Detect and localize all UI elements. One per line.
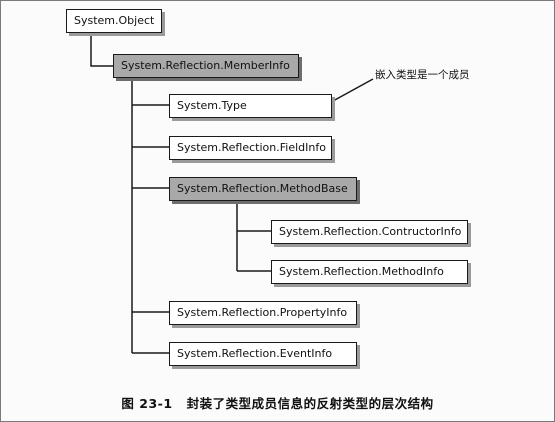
node-methodinfo: System.Reflection.MethodInfo [271,260,468,284]
node-memberinfo: System.Reflection.MemberInfo [113,54,299,78]
caption-text: 封装了类型成员信息的反射类型的层次结构 [186,396,434,411]
node-constructorinfo: System.Reflection.ContructorInfo [271,220,468,244]
edge-object-memberinfo [90,35,113,67]
caption-number: 图 23-1 [121,396,173,411]
node-system-object: System.Object [66,9,162,33]
node-fieldinfo: System.Reflection.FieldInfo [169,136,332,160]
node-type: System.Type [169,94,332,118]
annotation-pointer [332,78,374,102]
node-eventinfo: System.Reflection.EventInfo [169,342,357,366]
node-methodbase: System.Reflection.MethodBase [169,177,357,201]
node-propertyinfo: System.Reflection.PropertyInfo [169,301,357,325]
figure-caption: 图 23-1 封装了类型成员信息的反射类型的层次结构 [1,393,554,412]
annotation-label: 嵌入类型是一个成员 [375,69,470,81]
